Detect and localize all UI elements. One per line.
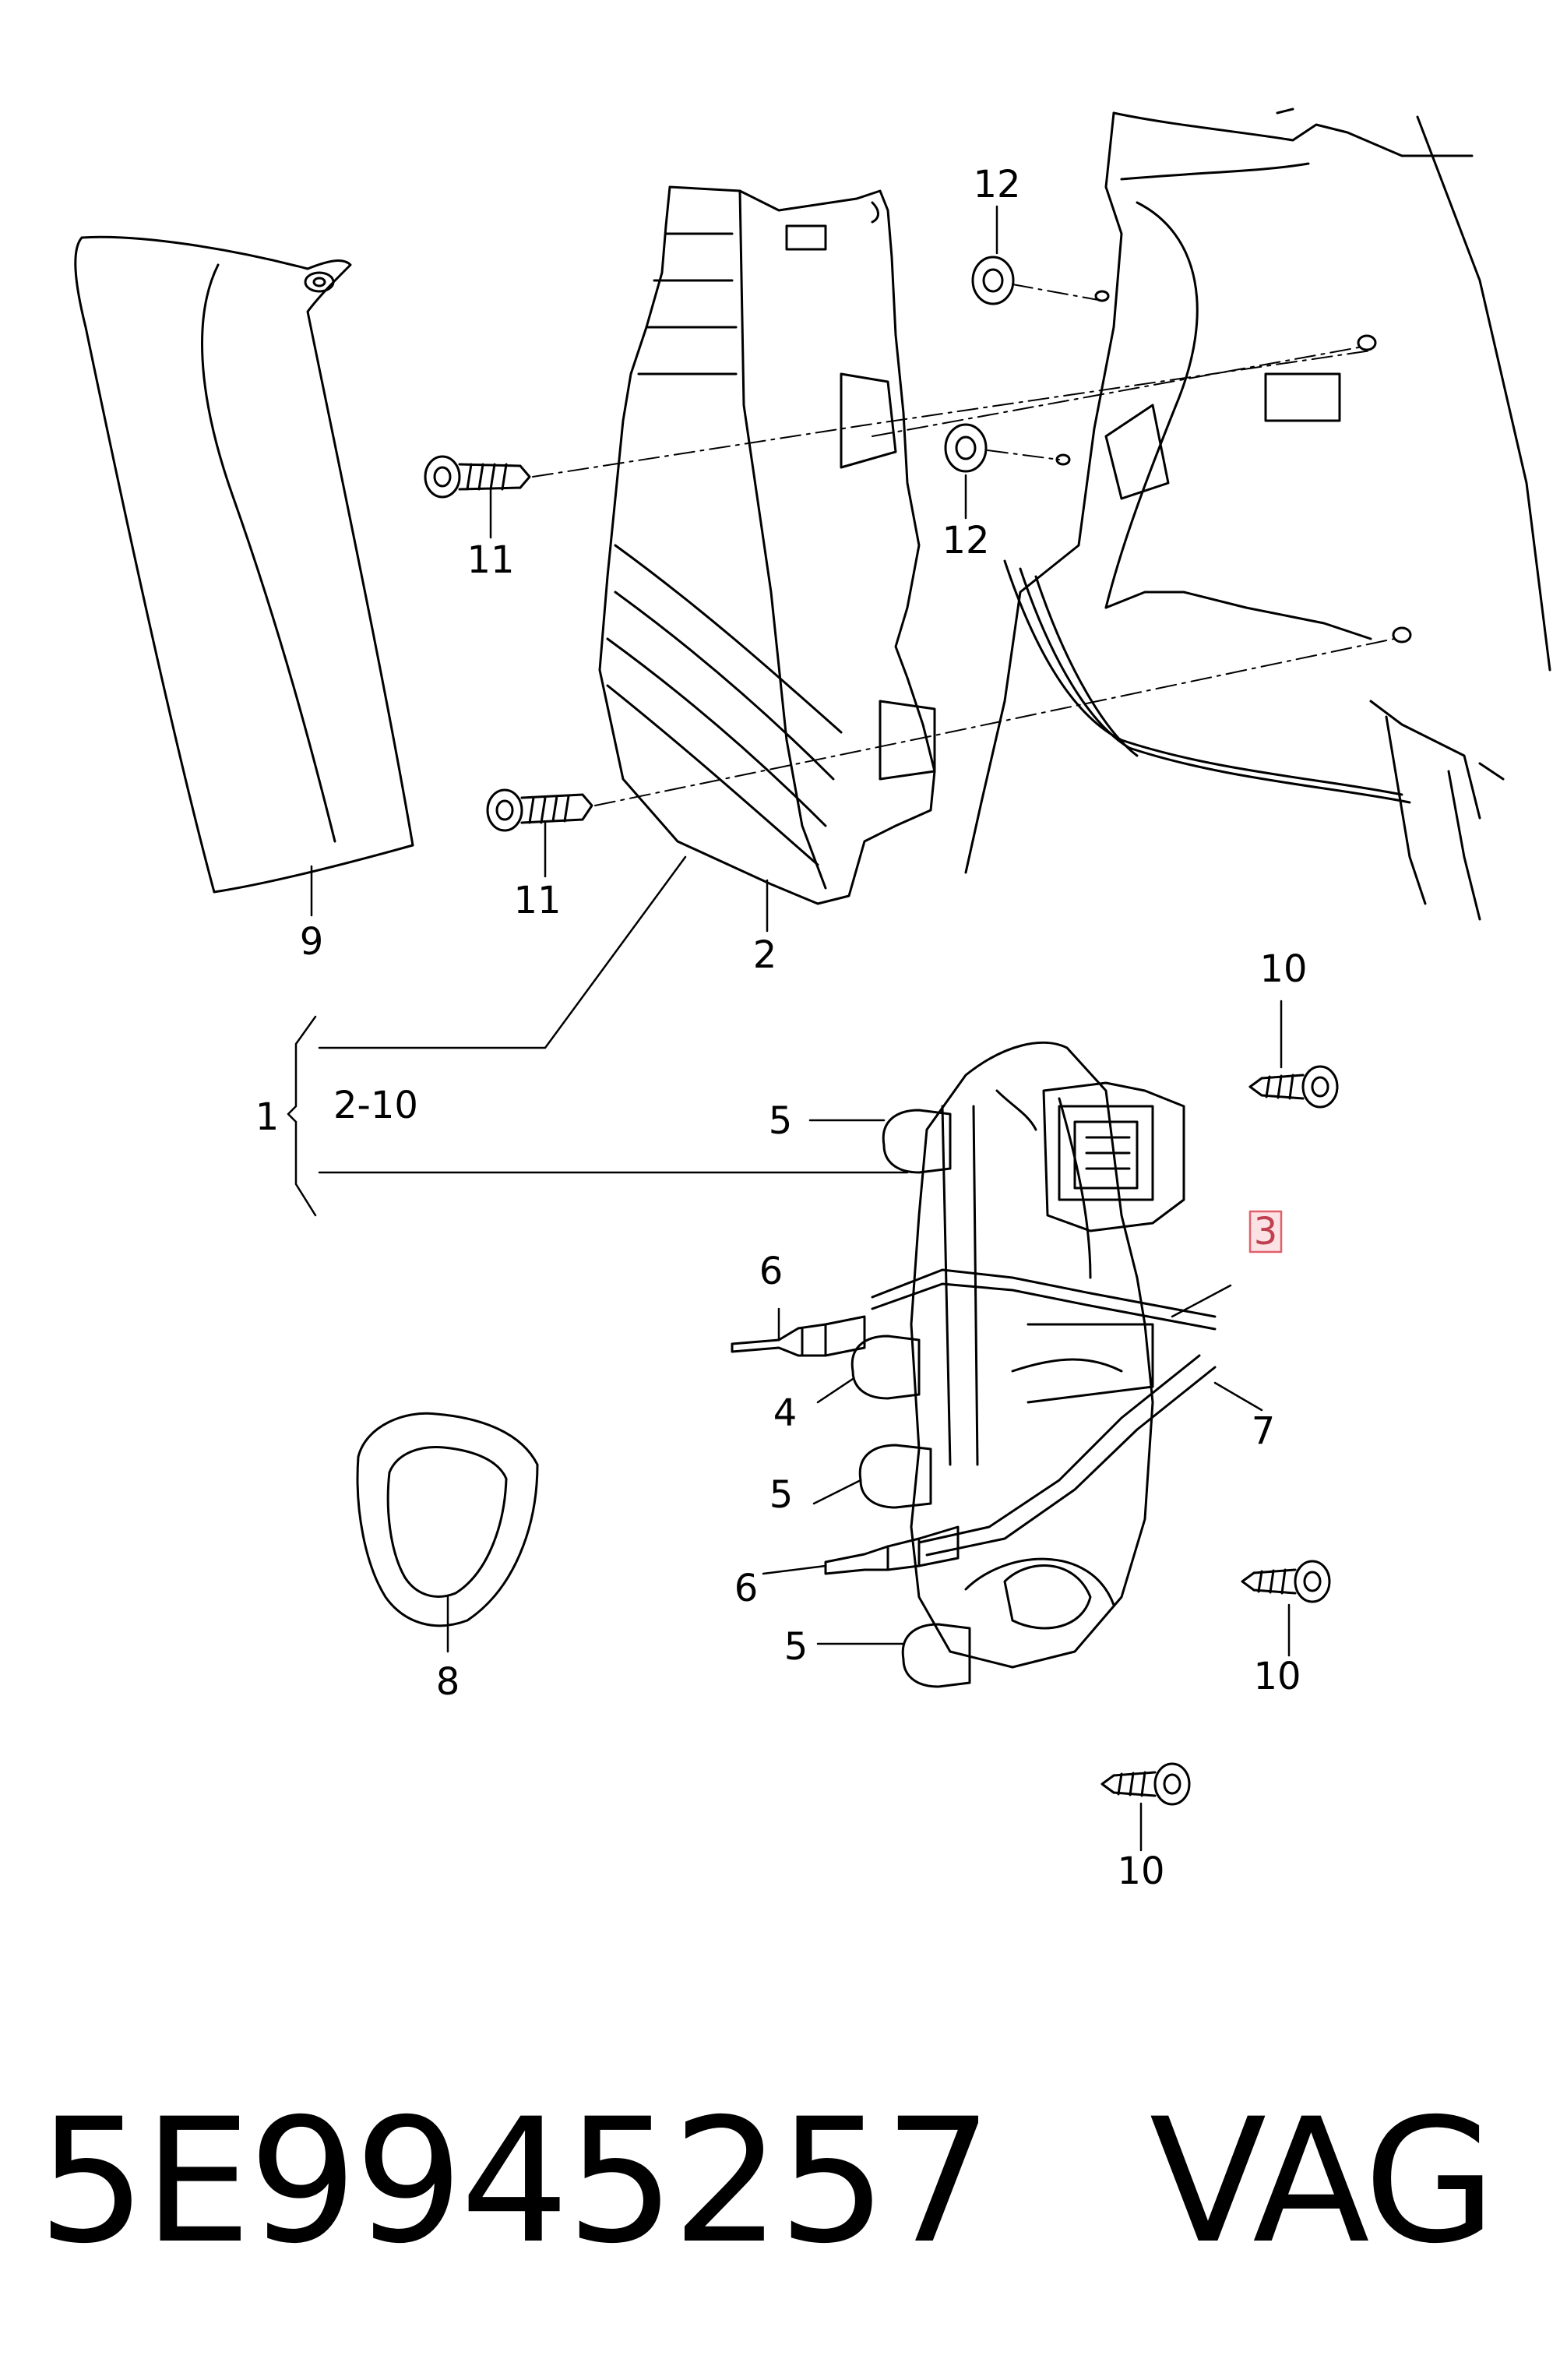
- part-10-screw-top: [1248, 1065, 1339, 1109]
- highlight-box-3: [1248, 1210, 1283, 1253]
- callout-7: 7: [1252, 1409, 1276, 1453]
- part-9-trim-panel: [74, 235, 414, 894]
- callout-6-top: 6: [759, 1250, 784, 1293]
- callout-11-bottom: 11: [513, 879, 561, 922]
- part-3-bulb-carrier: [910, 1041, 1185, 1669]
- vehicle-rear-panel: [964, 108, 1551, 921]
- callout-10-bottom: 10: [1117, 1849, 1164, 1893]
- alignment-lines: [532, 284, 1395, 806]
- leader-lines: [287, 205, 1291, 1852]
- part-5-sockets: [858, 1109, 971, 1688]
- callout-2-10-range: 2-10: [333, 1084, 418, 1127]
- part-2-light-housing: [598, 185, 936, 905]
- part-11-screw-upper: [424, 455, 531, 499]
- callout-5-middle: 5: [769, 1473, 794, 1517]
- callout-6-bottom: 6: [734, 1567, 759, 1610]
- part-12-grommets: [944, 256, 1015, 473]
- callout-10-top: 10: [1259, 947, 1307, 991]
- callout-4: 4: [773, 1391, 798, 1435]
- part-11-screw-lower: [486, 788, 593, 832]
- callout-2: 2: [753, 933, 777, 977]
- part-3-7-wiring: [871, 1268, 1217, 1557]
- callout-3: 3: [1254, 1210, 1278, 1253]
- part-10-screw-bottom: [1100, 1762, 1191, 1806]
- brand-name: VAG: [1149, 2082, 1497, 2281]
- callout-10-middle: 10: [1253, 1655, 1301, 1698]
- part-8-gasket: [356, 1412, 539, 1627]
- callout-5-top: 5: [769, 1099, 793, 1143]
- callout-5-bottom: 5: [784, 1625, 808, 1669]
- part-number: 5E9945257: [37, 2082, 993, 2281]
- callout-1: 1: [255, 1095, 280, 1139]
- part-4-socket: [850, 1335, 921, 1400]
- part-10-screw-middle: [1241, 1560, 1331, 1603]
- callout-12-bottom: 12: [942, 519, 989, 562]
- callout-9: 9: [300, 920, 324, 964]
- part-6-bulbs: [731, 1315, 960, 1575]
- callout-11-top: 11: [467, 538, 514, 582]
- callout-8: 8: [436, 1660, 460, 1704]
- callout-labels: 12 12 11 11 9 2 10 1 2-10 5 3 6 4 7 5 6 …: [255, 163, 1308, 1893]
- callout-12-top: 12: [973, 163, 1020, 206]
